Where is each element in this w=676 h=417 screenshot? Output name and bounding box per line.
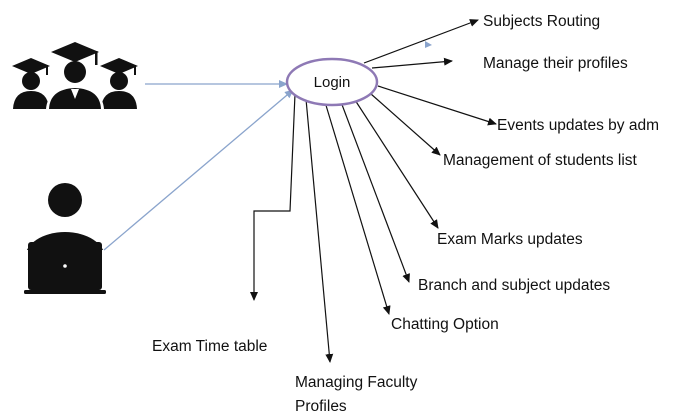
login-label: Login [314,74,351,91]
label-chatting: Chatting Option [391,316,499,333]
graduates-group-icon [12,42,138,109]
label-exam-marks: Exam Marks updates [437,231,583,248]
label-subjects-routing: Subjects Routing [483,13,600,30]
arrow-events-updates [377,85,497,126]
arrow-exam-marks [354,99,439,229]
arrow-branch-subject [340,101,410,283]
label-manage-profiles: Manage their profiles [483,55,628,72]
small-blue-arrowhead [425,41,432,48]
graduate-center-icon [46,42,104,109]
label-management-students: Management of students list [443,152,638,169]
label-branch-subject: Branch and subject updates [418,277,610,294]
arrow-management-students [370,93,441,156]
label-managing-faculty-line2: Profiles [295,398,347,415]
laptop-user-icon [24,183,106,294]
arrow-manage-profiles [371,57,453,69]
graduate-left-icon [12,58,50,109]
login-node [285,57,379,107]
arrow-managing-faculty [305,98,334,363]
label-managing-faculty-line1: Managing Faculty [295,374,418,391]
arrow-subjects-routing [363,19,479,64]
laptop-user-to-login-arrow [103,89,294,251]
arrow-exam-timetable [250,93,296,301]
label-events-updates: Events updates by adm [497,117,659,134]
arrow-chatting [324,101,391,315]
graduate-right-icon [100,58,138,109]
label-exam-timetable: Exam Time table [152,338,267,355]
